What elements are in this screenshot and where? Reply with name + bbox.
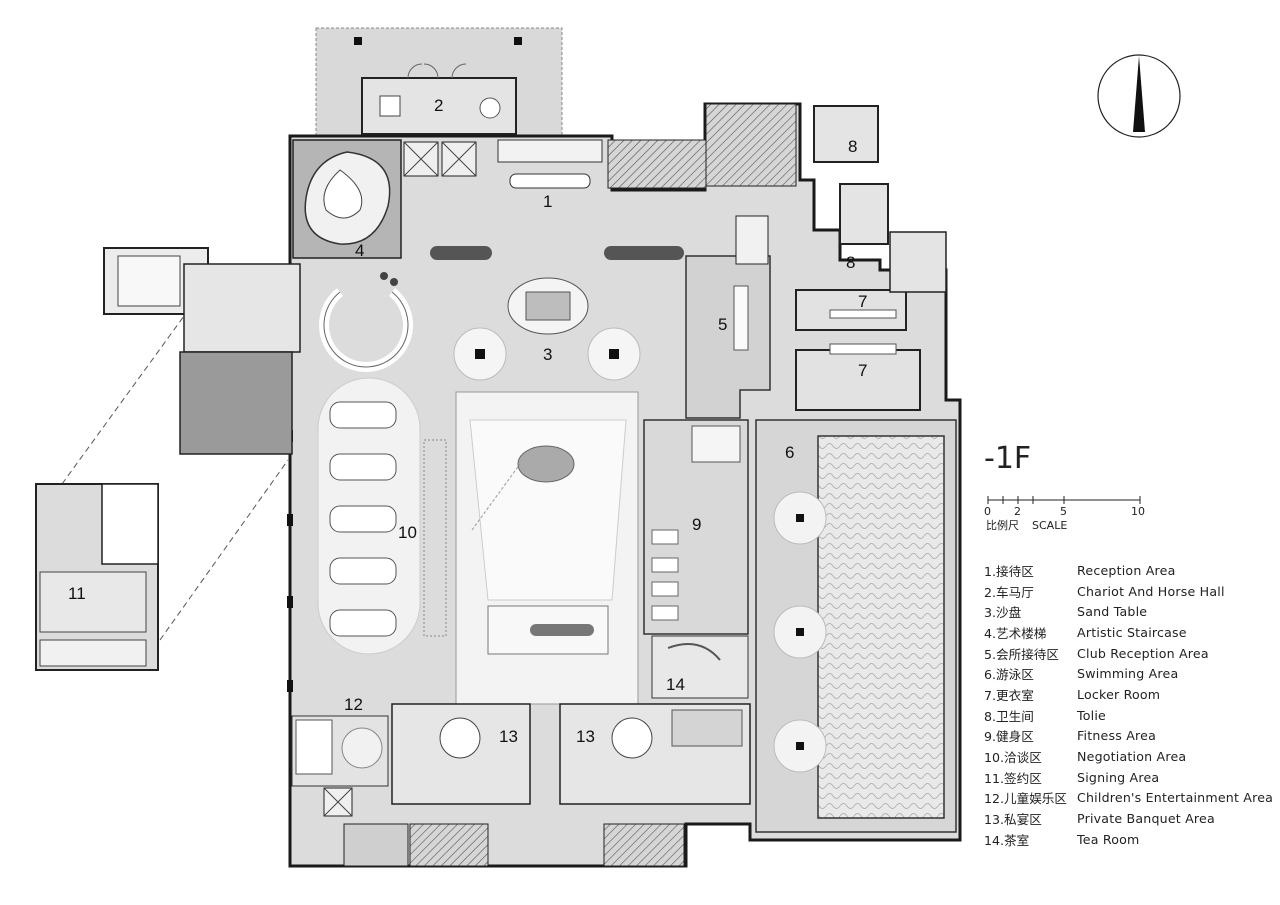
room-number-11: 11	[68, 584, 86, 603]
legend-en: Private Banquet Area	[1077, 811, 1215, 827]
legend-item: 2.车马厅 Chariot And Horse Hall	[984, 581, 1274, 602]
childrens-area	[291, 715, 389, 787]
legend-cn: 14.茶室	[984, 832, 1030, 848]
scale-caption-en: SCALE	[1032, 519, 1067, 532]
legend-en: Children's Entertainment Area	[1077, 790, 1274, 806]
room-number-2: 2	[434, 96, 443, 115]
legend-item: 6.游泳区 Swimming Area	[984, 663, 1274, 684]
legend-cn: 3.沙盘	[984, 605, 1022, 621]
private-banquet-rooms	[391, 703, 751, 805]
sand-table	[453, 277, 641, 381]
legend-item: 9.健身区 Fitness Area	[984, 726, 1274, 747]
legend-item: 1.接待区 Reception Area	[984, 560, 1274, 581]
legend-cn: 2.车马厅	[984, 584, 1034, 600]
legend-item: 3.沙盘 Sand Table	[984, 601, 1274, 622]
legend-cn: 13.私宴区	[984, 812, 1042, 828]
legend-cn: 1.接待区	[984, 563, 1034, 579]
room-number-8b: 8	[846, 253, 855, 272]
room-number-10: 10	[398, 523, 417, 542]
legend: 1.接待区 Reception Area 2.车马厅 Chariot And Hor…	[984, 560, 1274, 850]
bench-right	[604, 246, 684, 260]
legend-cn: 9.健身区	[984, 729, 1034, 745]
legend-item: 7.更衣室 Locker Room	[984, 684, 1274, 705]
legend-en: Locker Room	[1077, 686, 1161, 702]
legend-cn: 4.艺术楼梯	[984, 625, 1047, 641]
room-number-9: 9	[692, 515, 701, 534]
elevators	[403, 141, 477, 177]
legend-en: Tolie	[1077, 707, 1107, 723]
legend-en: Chariot And Horse Hall	[1077, 583, 1225, 599]
legend-item: 11.签约区 Signing Area	[984, 767, 1274, 788]
legend-item: 8.卫生间 Tolie	[984, 705, 1274, 726]
legend-cn: 12.儿童娱乐区	[984, 791, 1067, 807]
fitness-area	[643, 419, 749, 635]
central-courtyard	[455, 391, 639, 705]
room-number-8a: 8	[848, 137, 857, 156]
scale-bar: 0 2 5 10 比例尺 SCALE	[984, 496, 1145, 532]
legend-en: Sand Table	[1077, 604, 1148, 620]
legend-cn: 5.会所接待区	[984, 646, 1059, 662]
room-number-7a: 7	[858, 292, 867, 311]
negotiation-area	[317, 377, 447, 655]
bottom-service	[323, 787, 685, 867]
legend-item: 13.私宴区 Private Banquet Area	[984, 808, 1274, 829]
scale-tick-10: 10	[1131, 505, 1145, 518]
reception-desk	[497, 139, 707, 189]
legend-en: Negotiation Area	[1077, 749, 1187, 765]
legend-item: 12.儿童娱乐区 Children's Entertainment Area	[984, 788, 1274, 809]
legend-en: Artistic Staircase	[1077, 624, 1187, 640]
north-arrow-icon	[1097, 54, 1181, 138]
club-reception	[685, 215, 771, 419]
room-number-13a: 13	[499, 727, 518, 746]
room-number-12: 12	[344, 695, 363, 714]
lounge-round-sofa	[319, 272, 413, 372]
left-wing	[61, 247, 301, 641]
floor-label: -1F	[984, 441, 1031, 476]
artistic-staircase	[292, 139, 402, 259]
legend-cn: 10.洽谈区	[984, 750, 1042, 766]
legend-cn: 6.游泳区	[984, 667, 1034, 683]
room-number-1: 1	[543, 192, 552, 211]
legend-en: Signing Area	[1077, 769, 1160, 785]
legend-en: Swimming Area	[1077, 666, 1179, 682]
legend-en: Club Reception Area	[1077, 645, 1209, 661]
room-numbers: 1 2 3 4 5 6 7 7 8 8 9 10 11 12 13 13 14	[68, 96, 867, 746]
room-number-6: 6	[785, 443, 794, 462]
legend-item: 14.茶室 Tea Room	[984, 829, 1274, 850]
legend-cn: 7.更衣室	[984, 687, 1034, 703]
legend-item: 4.艺术楼梯 Artistic Staircase	[984, 622, 1274, 643]
swimming-area	[755, 419, 957, 833]
room-number-14: 14	[666, 675, 685, 694]
legend-item: 10.洽谈区 Negotiation Area	[984, 746, 1274, 767]
chariot-horse-hall	[315, 27, 563, 137]
room-number-3: 3	[543, 345, 552, 364]
room-number-7b: 7	[858, 361, 867, 380]
legend-en: Fitness Area	[1077, 728, 1157, 744]
scale-tick-2: 2	[1014, 505, 1021, 518]
locker-rooms	[795, 289, 921, 411]
legend-item: 5.会所接待区 Club Reception Area	[984, 643, 1274, 664]
tea-room	[651, 635, 749, 699]
room-number-4: 4	[355, 241, 364, 260]
room-number-13b: 13	[576, 727, 595, 746]
scale-caption-cn: 比例尺	[986, 518, 1019, 532]
legend-cn: 11.签约区	[984, 770, 1042, 786]
legend-cn: 8.卫生间	[984, 708, 1034, 724]
legend-en: Tea Room	[1077, 831, 1140, 847]
toilets	[705, 103, 947, 293]
room-number-5: 5	[718, 315, 727, 334]
bench-left	[430, 246, 492, 260]
scale-tick-5: 5	[1060, 505, 1067, 518]
scale-tick-0: 0	[984, 505, 991, 518]
legend-en: Reception Area	[1077, 562, 1176, 578]
signing-area-detail	[35, 483, 159, 671]
